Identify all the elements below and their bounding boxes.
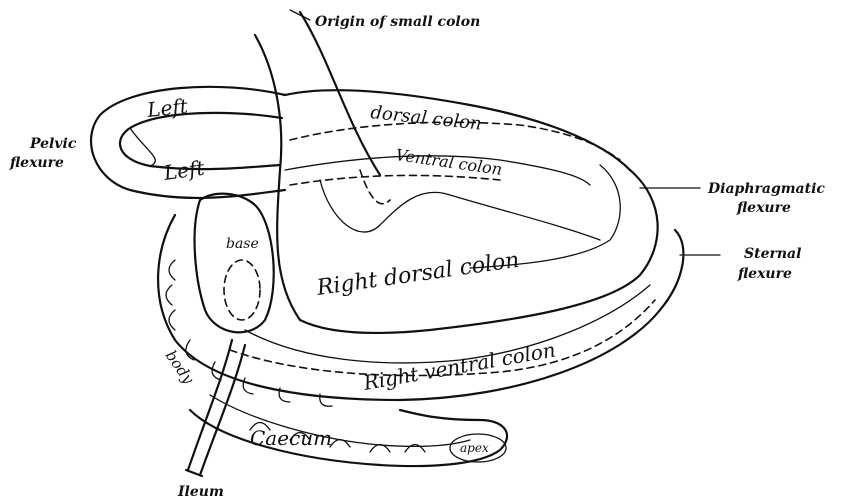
label-base: base: [226, 236, 259, 252]
label-diaphragmatic-flexure-2: flexure: [736, 200, 791, 216]
label-diaphragmatic-flexure-1: Diaphragmatic: [707, 181, 825, 197]
caecum-base-inner: [224, 260, 260, 320]
small-colon-origin-outline-right: [300, 12, 380, 175]
label-right-dorsal-colon: Right dorsal colon: [314, 248, 520, 301]
caecum-inner: [210, 395, 470, 446]
label-left-top: Left: [145, 94, 190, 122]
label-ileum: Ileum: [177, 484, 224, 500]
caecum-base: [195, 194, 274, 333]
label-origin-small-colon: Origin of small colon: [315, 14, 480, 30]
label-sternal-flexure-2: flexure: [737, 266, 792, 282]
label-dorsal-colon: dorsal colon: [369, 102, 482, 135]
label-sternal-flexure-1: Sternal: [744, 246, 801, 262]
label-left-bottom: Left: [161, 155, 206, 185]
label-caecum: Caecum: [250, 426, 332, 450]
label-pelvic-flexure-1: Pelvic: [29, 136, 77, 152]
right-ventral-inner: [245, 285, 650, 363]
diaphragmatic-outer: [300, 170, 658, 333]
label-body: body: [162, 347, 198, 388]
label-right-ventral-colon: Right ventral colon: [361, 338, 558, 396]
label-ventral-colon: Ventral colon: [394, 145, 503, 179]
label-apex: apex: [460, 441, 489, 455]
small-colon-origin-outline: [255, 35, 300, 320]
right-dorsal-v: [320, 180, 600, 240]
label-pelvic-flexure-2: flexure: [9, 155, 64, 171]
sacculations: [166, 260, 332, 406]
